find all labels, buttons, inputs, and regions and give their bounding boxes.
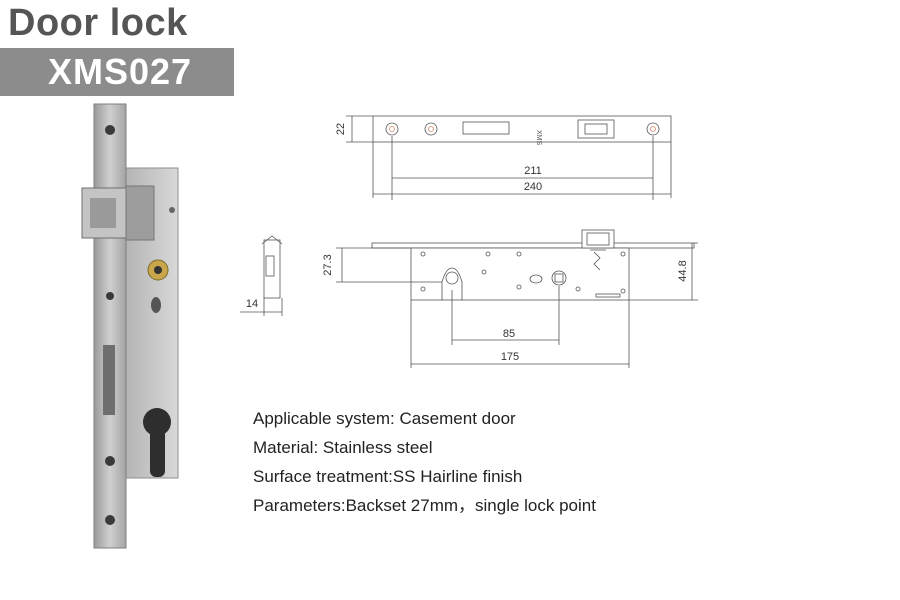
- faceplate-marking: XMS: [535, 130, 542, 146]
- screw-hole: [105, 456, 115, 466]
- deadbolt-slot: [103, 345, 115, 415]
- faceplate-drawing: [372, 115, 672, 143]
- dim-faceplate-length: 240: [524, 181, 542, 193]
- spec-surface-treatment: Surface treatment:SS Hairline finish: [253, 467, 523, 486]
- spec-list: Applicable system: Casement door Materia…: [253, 404, 596, 520]
- spec-material: Material: Stainless steel: [253, 438, 433, 457]
- front-faceplate: [371, 242, 695, 249]
- screw-hole: [105, 515, 115, 525]
- faceplate: [93, 103, 127, 549]
- dim-body-height: 44.8: [677, 260, 689, 281]
- screw-hole: [106, 292, 114, 300]
- spec-applicable-system: Applicable system: Casement door: [253, 409, 516, 428]
- dim-thickness: 14: [246, 298, 258, 310]
- dim-body-length: 175: [501, 351, 519, 363]
- dim-backset: 27.3: [322, 254, 334, 275]
- model-banner: [0, 48, 234, 96]
- dim-center-distance: 85: [503, 328, 515, 340]
- model-number: XMS027: [48, 51, 193, 92]
- side-profile: [263, 239, 281, 299]
- screw-hole: [105, 125, 115, 135]
- spec-parameters: Parameters:Backset 27mm，single lock poin…: [253, 496, 596, 515]
- dim-screw-spacing: 211: [524, 165, 542, 177]
- latch-drawing: [581, 229, 615, 249]
- page-title: Door lock: [8, 2, 188, 44]
- dim-faceplate-height: 22: [335, 123, 347, 135]
